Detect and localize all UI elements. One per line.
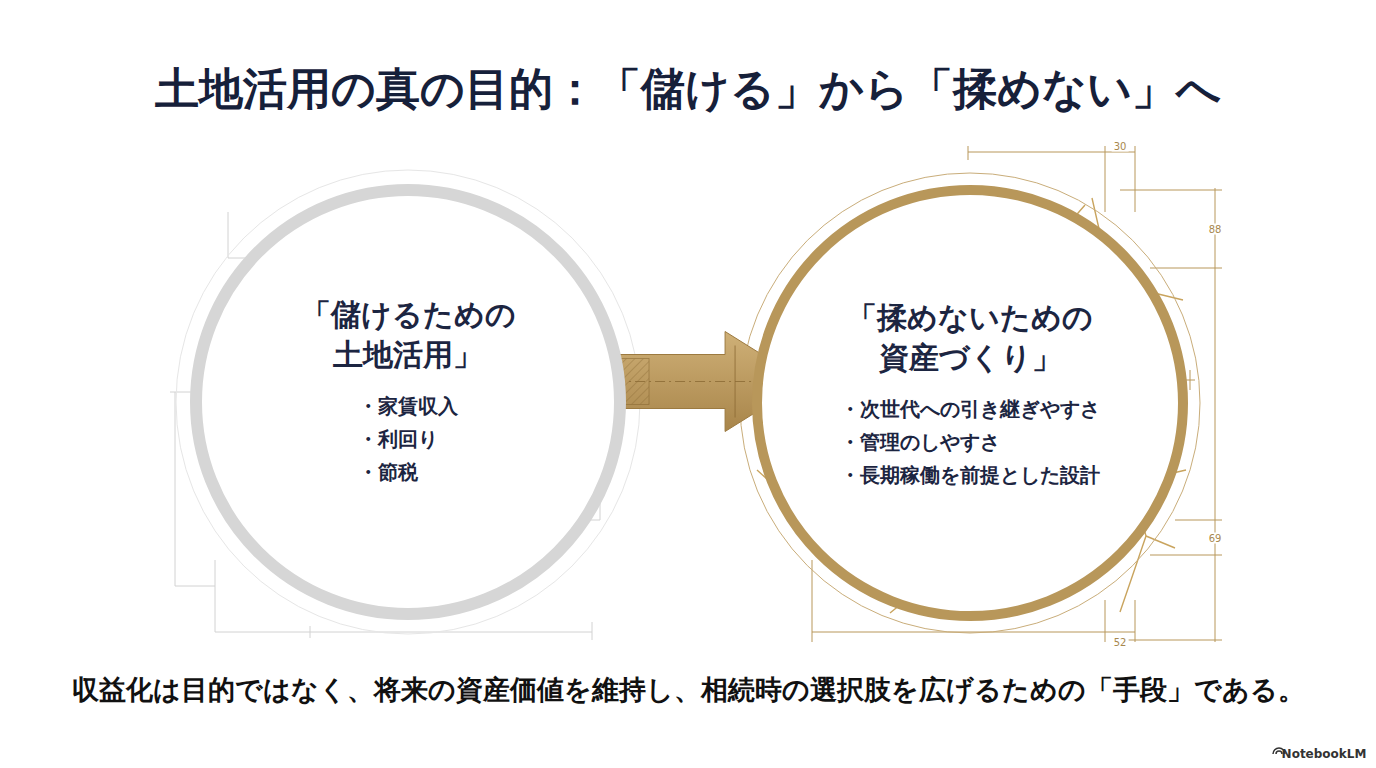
dimension-number: 52	[1112, 637, 1129, 648]
bullet-item: ・次世代への引き継ぎやすさ	[840, 393, 1100, 426]
circle-ring	[196, 190, 620, 614]
crack-lines	[757, 190, 1186, 617]
gray-circle: 「儲けるための 土地活用」・家賃収入・利回り・節税	[190, 184, 626, 620]
bullet-list: ・次世代への引き継ぎやすさ・管理のしやすさ・長期稼働を前提とした設計	[840, 393, 1100, 492]
circle-ring	[757, 190, 1183, 616]
dimension-number: 69	[1207, 533, 1224, 544]
node-heading: 「揉めないための 資産づくり」	[810, 298, 1130, 377]
head-detail	[735, 346, 736, 418]
bullet-item: ・家賃収入	[358, 390, 458, 423]
node-content: 「儲けるための 土地活用」・家賃収入・利回り・節税	[190, 184, 626, 620]
dimension-number: 30	[1112, 141, 1129, 152]
bullet-item: ・利回り	[358, 423, 438, 456]
bullet-item: ・管理のしやすさ	[840, 426, 1000, 459]
dimension-number: 88	[1207, 224, 1224, 235]
node-content: 「揉めないための 資産づくり」・次世代への引き継ぎやすさ・管理のしやすさ・長期稼…	[752, 185, 1188, 621]
watermark: NotebookLM	[1282, 747, 1367, 761]
bullet-item: ・節税	[358, 456, 418, 489]
diagram-caption: 収益化は目的ではなく、将来の資産価値を維持し、相続時の選択肢を広げるための「手段…	[0, 672, 1376, 708]
bullet-list: ・家賃収入・利回り・節税	[358, 390, 458, 489]
construction-lines	[170, 170, 640, 640]
bullet-item: ・長期稼働を前提とした設計	[840, 459, 1100, 492]
outer-ring	[740, 173, 1200, 633]
gold-circle: 「揉めないための 資産づくり」・次世代への引き継ぎやすさ・管理のしやすさ・長期稼…	[752, 185, 1188, 621]
node-heading: 「儲けるための 土地活用」	[248, 295, 568, 374]
diagram-title: 土地活用の真の目的：「儲ける」から「揉めない」へ	[0, 60, 1376, 119]
